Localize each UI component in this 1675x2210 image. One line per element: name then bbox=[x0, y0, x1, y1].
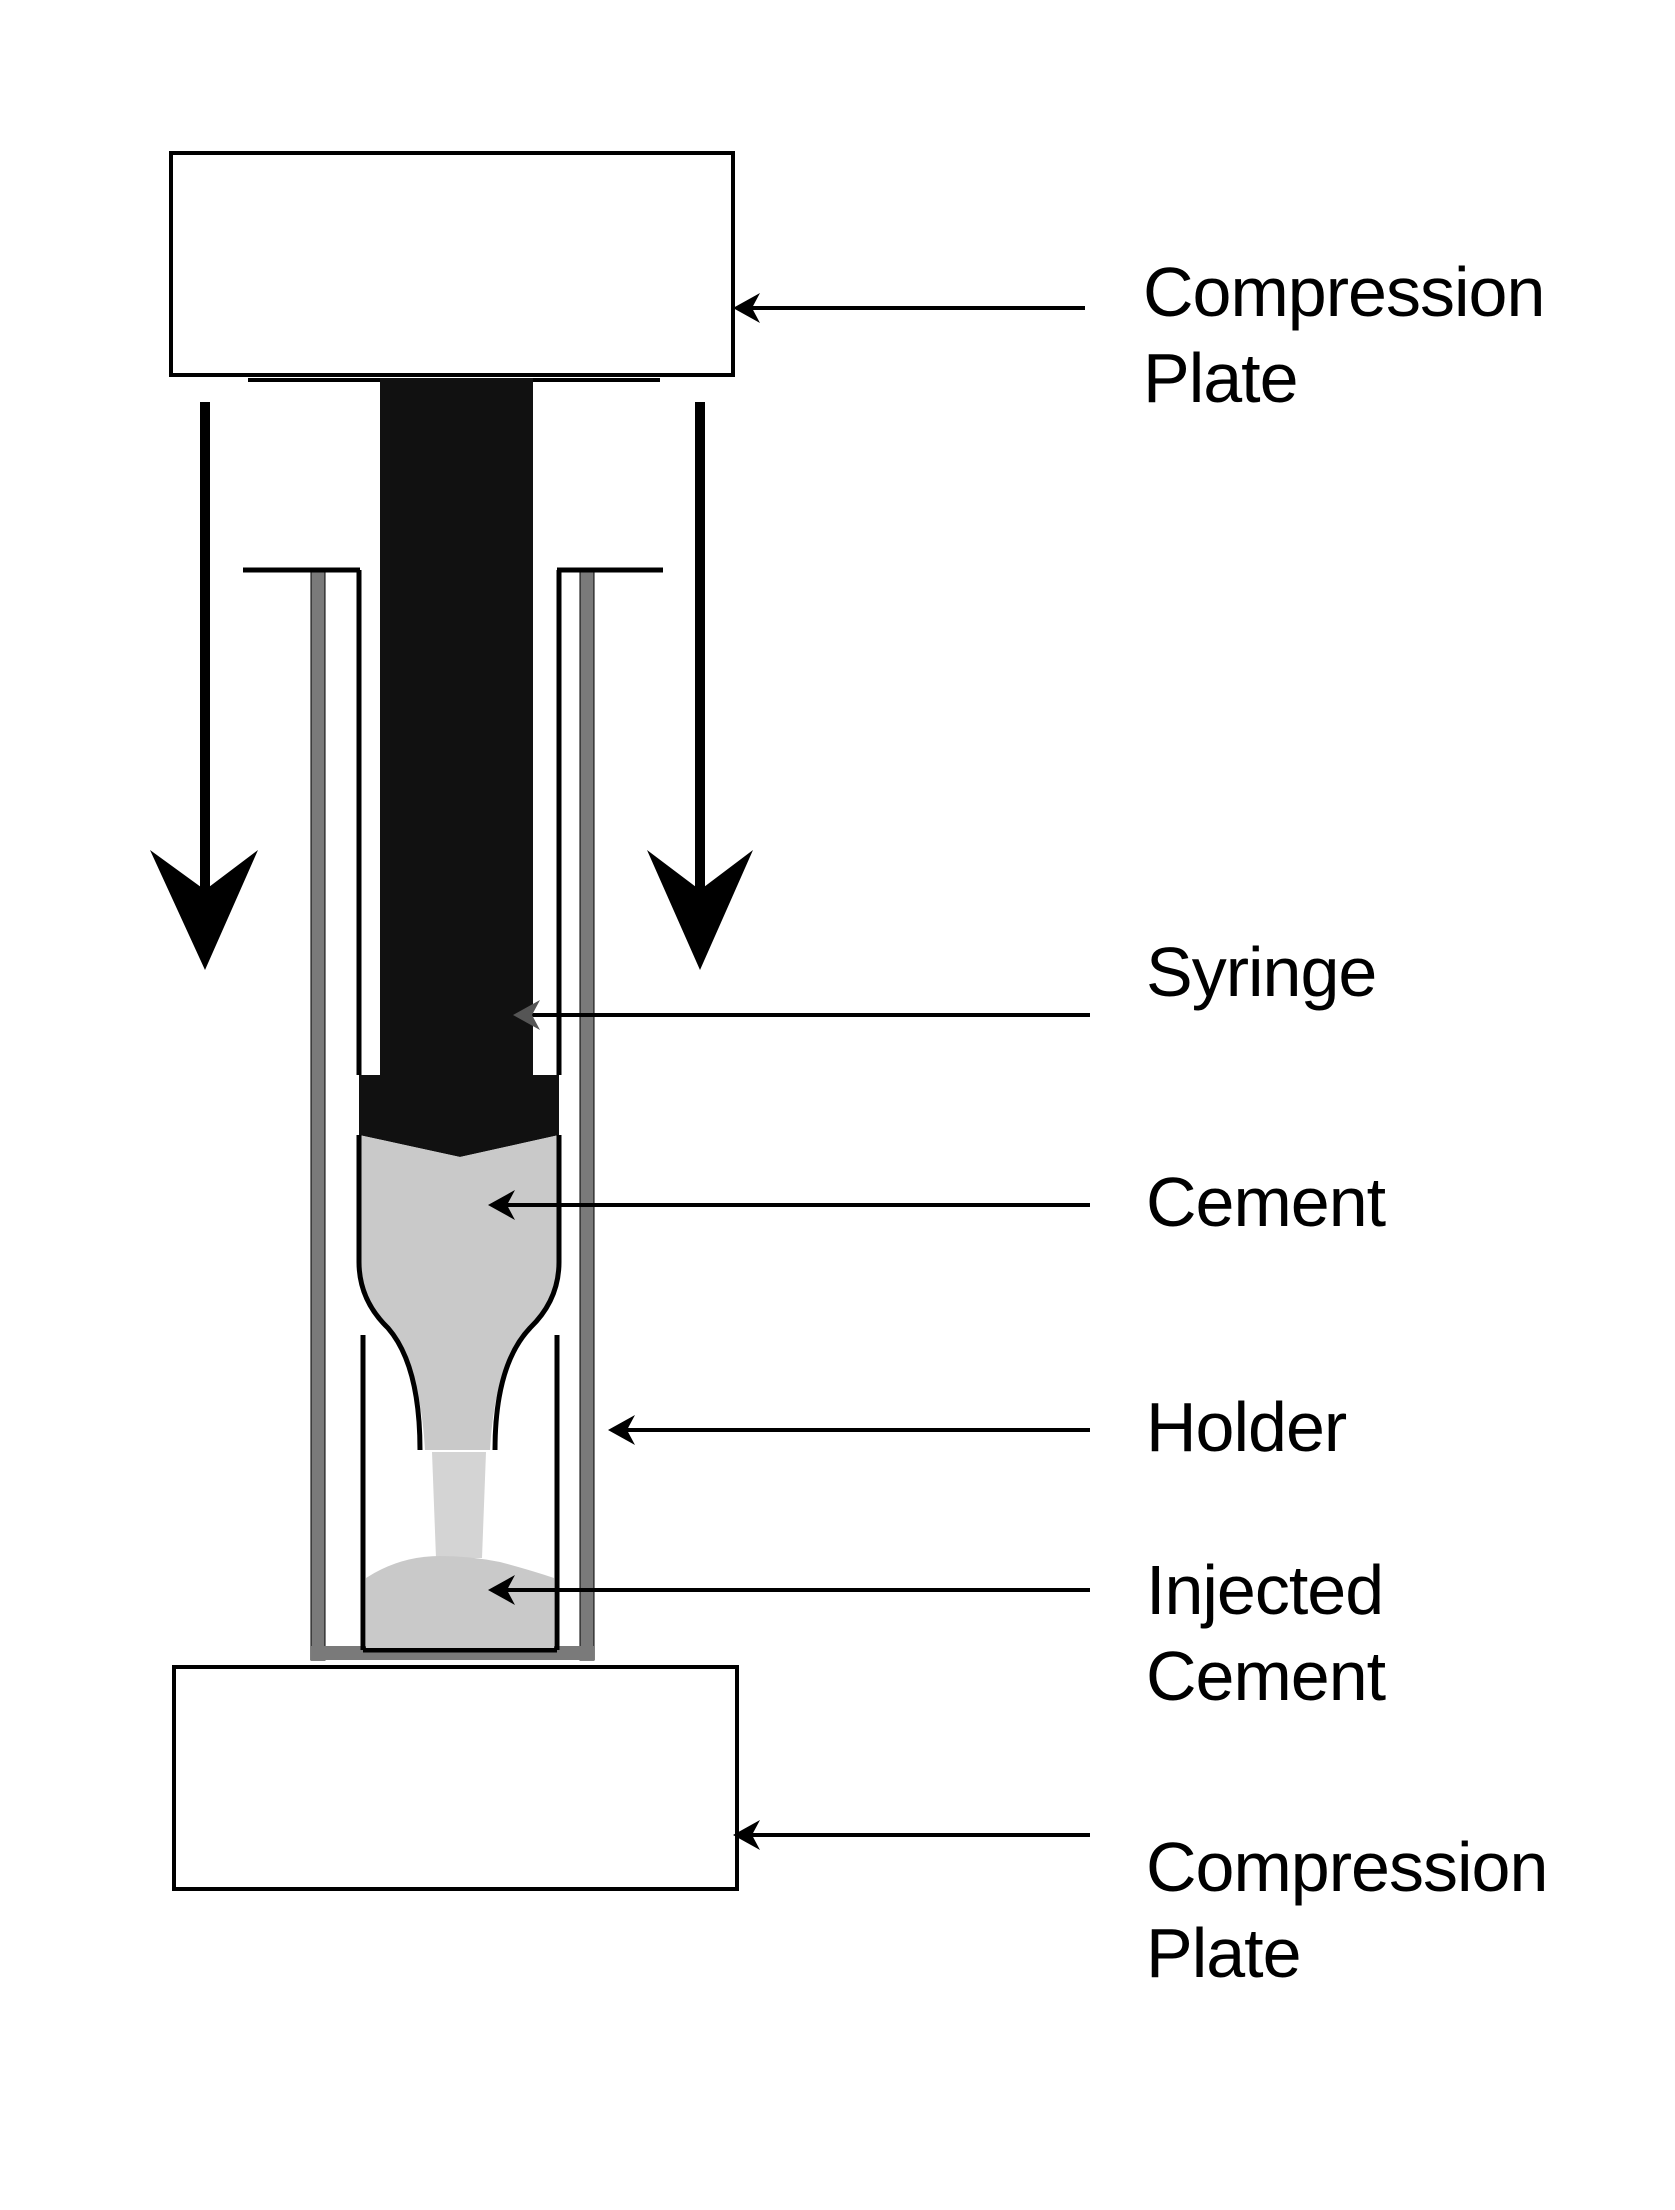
force-arrow-left-head bbox=[150, 850, 258, 970]
holder-right-wall bbox=[579, 569, 595, 1661]
leader-syringe bbox=[513, 1000, 1090, 1030]
force-arrow-right-head bbox=[647, 850, 753, 970]
holder-left-wall bbox=[310, 569, 326, 1661]
label-compression-plate-bottom-line2: Plate bbox=[1146, 1914, 1302, 1992]
leader-bottom-plate bbox=[733, 1820, 1090, 1850]
syringe-tip bbox=[359, 1075, 559, 1157]
top-compression-plate bbox=[169, 151, 735, 377]
leader-holder bbox=[608, 1415, 1090, 1445]
syringe-nozzle-left bbox=[356, 1135, 423, 1451]
label-compression-plate-top-line1: Compression bbox=[1143, 253, 1545, 331]
label-cement: Cement bbox=[1146, 1163, 1386, 1241]
syringe-plunger bbox=[380, 378, 533, 1078]
leader-cement bbox=[488, 1190, 1090, 1220]
label-syringe: Syringe bbox=[1146, 933, 1377, 1011]
leader-injected-cement bbox=[488, 1575, 1090, 1605]
bottom-compression-plate bbox=[172, 1665, 739, 1891]
label-compression-plate-bottom-line1: Compression bbox=[1146, 1828, 1548, 1906]
label-holder: Holder bbox=[1146, 1388, 1347, 1466]
syringe-nozzle-right bbox=[492, 1135, 562, 1451]
label-compression-plate-top-line2: Plate bbox=[1143, 339, 1299, 417]
label-injected-cement-line1: Injected bbox=[1146, 1551, 1384, 1629]
injected-cement-pool bbox=[366, 1556, 554, 1648]
cement-in-syringe bbox=[359, 1135, 559, 1450]
label-injected-cement-line2: Cement bbox=[1146, 1637, 1386, 1715]
cement-stream bbox=[432, 1452, 486, 1558]
leader-top-plate bbox=[733, 293, 1085, 323]
